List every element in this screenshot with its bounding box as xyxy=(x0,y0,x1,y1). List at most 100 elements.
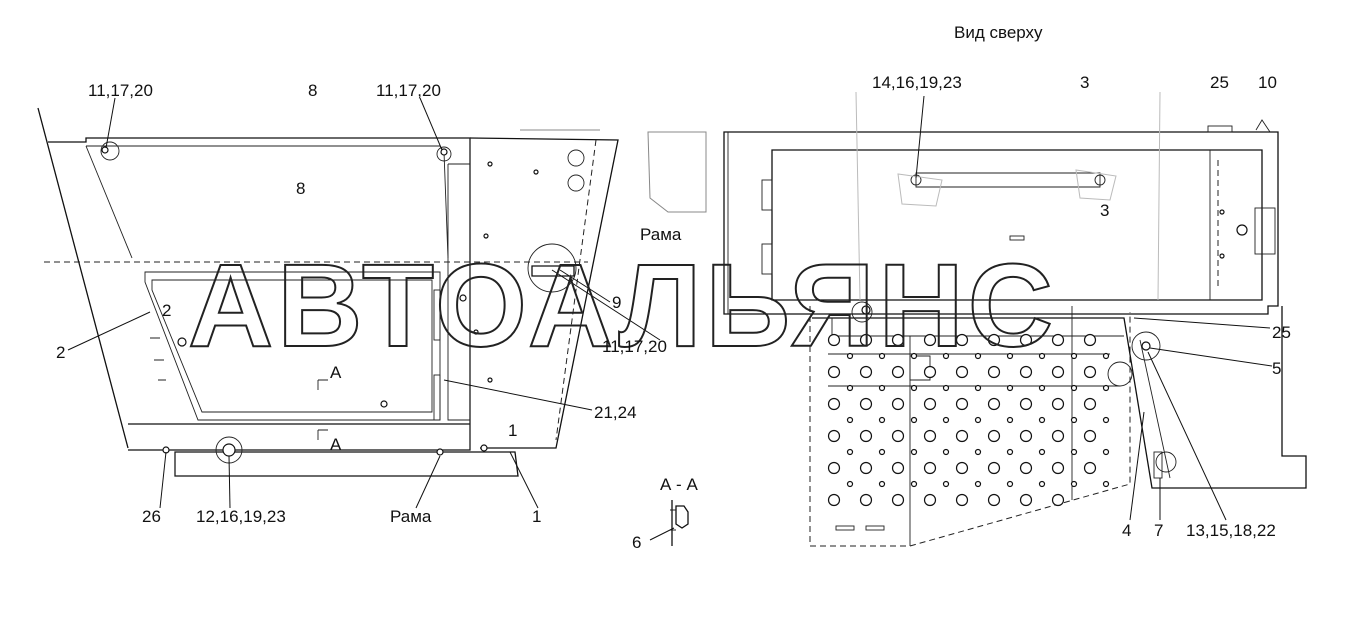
plate-hole xyxy=(1006,416,1014,424)
callout-5: 5 xyxy=(1272,359,1281,378)
plate-hole xyxy=(846,416,854,424)
plate-hole xyxy=(1083,365,1097,379)
plate-hole xyxy=(1070,416,1078,424)
plate-hole xyxy=(923,493,937,507)
plate-hole xyxy=(1051,429,1065,443)
callout-25-top: 25 xyxy=(1210,73,1229,92)
plate-hole xyxy=(1006,352,1014,360)
plate-hole xyxy=(974,448,982,456)
callout-11-17-20-right: 11,17,20 xyxy=(376,81,441,100)
plate-hole xyxy=(1083,333,1097,347)
callout-12-16-19-23: 12,16,19,23 xyxy=(196,507,286,526)
plate-hole xyxy=(942,416,950,424)
plate-hole xyxy=(974,352,982,360)
plate-hole xyxy=(987,461,1001,475)
view-title: Вид сверху xyxy=(954,23,1043,42)
section-label-a-a: А - А xyxy=(660,475,698,494)
plate-hole xyxy=(846,448,854,456)
plate-hole xyxy=(1019,461,1033,475)
callout-14-16-19-23: 14,16,19,23 xyxy=(872,73,962,92)
plate-hole xyxy=(891,365,905,379)
callout-4: 4 xyxy=(1122,521,1131,540)
plate-hole xyxy=(955,429,969,443)
plate-hole xyxy=(1083,461,1097,475)
plate-hole xyxy=(1019,429,1033,443)
plate-hole xyxy=(827,493,841,507)
plate-hole xyxy=(859,397,873,411)
plate-hole xyxy=(987,429,1001,443)
callout-11-17-20-left: 11,17,20 xyxy=(88,81,153,100)
plate-hole xyxy=(1102,352,1110,360)
callout-11-17-20-mid: 11,17,20 xyxy=(602,337,667,356)
plate-hole xyxy=(827,429,841,443)
plate-hole xyxy=(987,333,1001,347)
plate-hole xyxy=(910,352,918,360)
plate-hole xyxy=(910,480,918,488)
plate-hole xyxy=(859,493,873,507)
callout-3: 3 xyxy=(1080,73,1089,92)
plate-hole xyxy=(859,429,873,443)
plate-hole xyxy=(1070,480,1078,488)
callout-7: 7 xyxy=(1154,521,1163,540)
plate-hole xyxy=(1019,333,1033,347)
callout-labels: Вид сверху 11,17,20 8 11,17,20 14,16,19,… xyxy=(56,23,1291,552)
plate-hole xyxy=(878,352,886,360)
plate-hole xyxy=(1070,448,1078,456)
plate-hole xyxy=(1102,480,1110,488)
frame-label-bottom: Рама xyxy=(390,507,432,526)
plate-hole xyxy=(1102,384,1110,392)
plate-hole xyxy=(859,365,873,379)
callout-1: 1 xyxy=(532,507,541,526)
plate-hole xyxy=(1038,384,1046,392)
plate-hole xyxy=(1006,480,1014,488)
callout-26: 26 xyxy=(142,507,161,526)
plate-hole xyxy=(827,397,841,411)
plate-hole xyxy=(1051,461,1065,475)
callout-8: 8 xyxy=(308,81,317,100)
leader-lines xyxy=(67,95,1273,541)
plate-hole xyxy=(1083,397,1097,411)
plate-hole xyxy=(923,461,937,475)
plate-hole xyxy=(942,448,950,456)
plate-hole xyxy=(878,480,886,488)
callout-2-body: 2 xyxy=(162,301,171,320)
section-marker-upper: А xyxy=(330,363,342,382)
plate-hole xyxy=(1006,384,1014,392)
plate-hole xyxy=(1102,416,1110,424)
callout-6: 6 xyxy=(632,533,641,552)
plate-hole xyxy=(1038,416,1046,424)
plate-hole xyxy=(1070,352,1078,360)
plate-hole xyxy=(974,384,982,392)
plate-hole xyxy=(923,429,937,443)
callout-10: 10 xyxy=(1258,73,1277,92)
plate-hole xyxy=(859,461,873,475)
callout-21-24: 21,24 xyxy=(594,403,637,422)
plate-hole xyxy=(1038,352,1046,360)
plate-hole xyxy=(910,416,918,424)
plate-hole xyxy=(1006,448,1014,456)
plate-hole xyxy=(923,397,937,411)
plate-hole xyxy=(827,333,841,347)
plate-hole xyxy=(910,384,918,392)
plate-hole xyxy=(1083,429,1097,443)
plate-hole xyxy=(1019,397,1033,411)
plate-hole xyxy=(878,384,886,392)
plate-hole xyxy=(974,480,982,488)
plate-hole xyxy=(1019,365,1033,379)
plate-hole xyxy=(1038,480,1046,488)
section-a-a-detail xyxy=(670,500,689,546)
plate-hole xyxy=(878,448,886,456)
plate-hole xyxy=(942,480,950,488)
callout-1-body: 1 xyxy=(508,421,517,440)
plate-hole xyxy=(891,461,905,475)
plate-hole xyxy=(987,397,1001,411)
callout-25-right: 25 xyxy=(1272,323,1291,342)
plate-hole xyxy=(891,397,905,411)
plate-hole xyxy=(910,448,918,456)
plate-hole xyxy=(974,416,982,424)
plate-hole xyxy=(1051,333,1065,347)
plate-hole xyxy=(987,493,1001,507)
callout-9: 9 xyxy=(612,293,621,312)
section-marker-lower: А xyxy=(330,435,342,454)
